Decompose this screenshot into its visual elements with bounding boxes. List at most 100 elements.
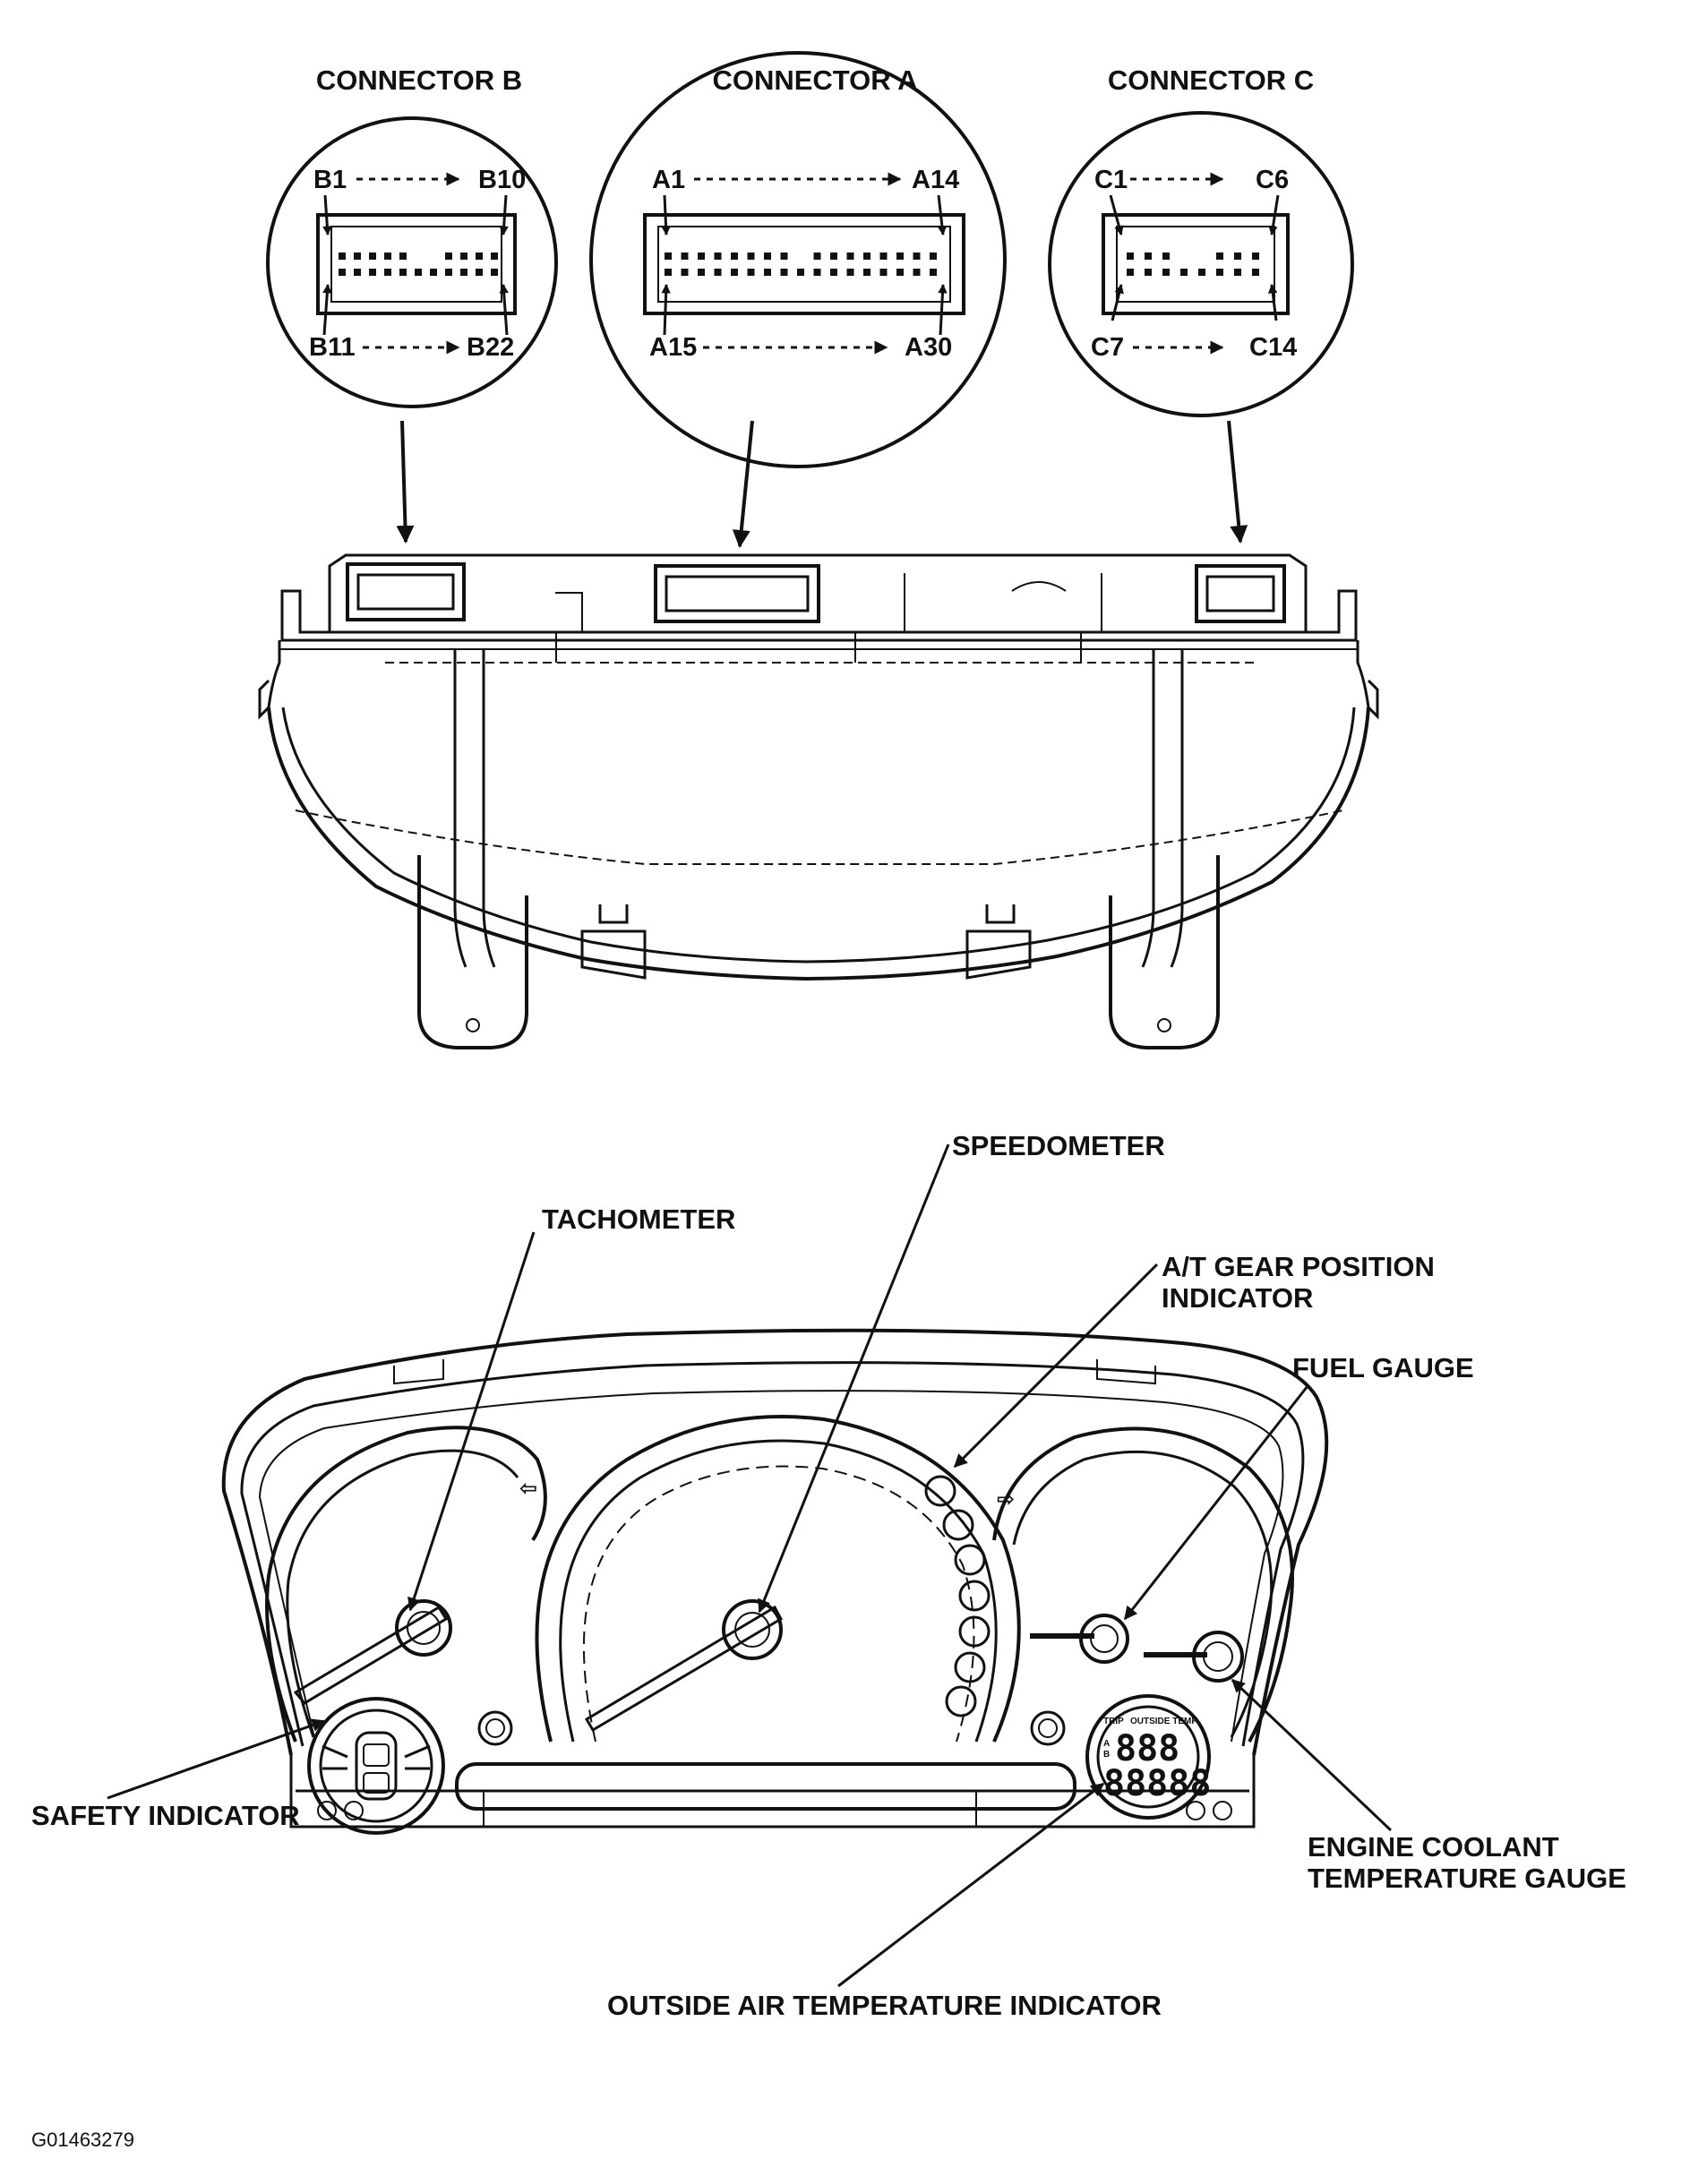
gear-indicator-label-1: A/T GEAR POSITION [1162,1251,1435,1282]
connector-pin [830,253,837,260]
connector-pin [1162,269,1170,276]
lcd-outside-temp-header: OUTSIDE TEMP [1130,1717,1197,1726]
gear-lamp [945,1685,977,1717]
connector-pin [714,253,722,260]
connector-pin [698,253,705,260]
pin-label-c14: C14 [1249,333,1297,362]
lcd-trip-header: TRIP [1103,1717,1124,1726]
connector-a-detail: A1 A14 A15 A30 [589,51,1007,468]
connector-pin [813,253,821,260]
connector-pin [863,253,871,260]
connector-pin [369,269,376,276]
connector-c-housing [1195,564,1286,623]
connector-pin [354,269,361,276]
connector-pin [764,269,771,276]
connector-pin [714,269,722,276]
connector-pin [780,269,788,276]
lcd-top-digits: 888 [1115,1728,1179,1769]
connector-b-housing [346,562,466,621]
connector-pin [896,253,904,260]
connector-pin [913,269,921,276]
right-turn-arrow-icon: ⇨ [997,1487,1015,1512]
pin-label-a1: A1 [652,166,685,194]
connector-b-detail: B1 B10 B11 B22 [266,116,558,408]
right-indicator-lamp [1030,1710,1066,1746]
pin-label-b1: B1 [313,166,347,194]
connector-c-title: CONNECTOR C [1108,64,1314,96]
gear-indicator-label-2: INDICATOR [1162,1282,1313,1314]
leader-lines [107,1143,1393,1988]
safety-indicator-display [307,1697,445,1835]
connector-pin [399,253,407,260]
connector-pin [913,253,921,260]
cluster-rear-view [258,553,1379,1049]
connector-pin [460,269,467,276]
connector-pin [476,253,483,260]
connector-pin [681,269,689,276]
fuel-coolant-gauge: ⇨ [992,1426,1294,1743]
connector-pin [1127,269,1134,276]
connector-b-title: CONNECTOR B [316,64,522,96]
cluster-front-view: ⇦ ⇨ [221,1328,1329,1835]
connector-pin [1216,253,1223,260]
connector-pin [369,253,376,260]
tachometer-label: TACHOMETER [542,1203,735,1235]
connector-pin [863,269,871,276]
display-strip [455,1762,1076,1811]
connector-pin [1234,269,1241,276]
connector-pin [384,269,391,276]
connector-pin [747,269,755,276]
outside-air-temp-display: TRIP OUTSIDE TEMP A B 888 88888 [1085,1694,1211,1820]
connector-pin [415,269,422,276]
lcd-bottom-digits: 88888 [1103,1763,1211,1804]
connector-pin [879,253,888,260]
connector-pin [399,269,407,276]
pin-label-a15: A15 [649,333,697,362]
connector-pin [476,269,483,276]
pin-label-b22: B22 [467,333,514,362]
connector-pin [1180,269,1188,276]
left-indicator-lamp [477,1710,513,1746]
gear-lamp [924,1475,956,1507]
connector-pin [1252,269,1259,276]
connector-pin [698,269,705,276]
outside-air-temp-label: OUTSIDE AIR TEMPERATURE INDICATOR [607,1990,1162,2021]
connector-pin [1162,253,1170,260]
gear-lamp [958,1615,991,1648]
lcd-ab-a: A [1103,1739,1110,1749]
connector-pin [813,269,821,276]
connector-b-pins [339,253,498,276]
connector-pin [1145,269,1152,276]
connector-pin [896,269,904,276]
connector-a-title: CONNECTOR A [712,64,917,96]
coolant-gauge-label-2: TEMPERATURE GAUGE [1308,1863,1626,1894]
connector-pin [491,269,498,276]
connector-b-pointer [396,420,415,544]
figure-id: G01463279 [31,2128,134,2151]
pin-label-c1: C1 [1094,166,1128,194]
connector-pin [846,253,854,260]
gear-lamp [954,1544,986,1576]
lcd-ab-b: B [1103,1750,1110,1760]
left-turn-arrow-icon: ⇦ [519,1477,537,1501]
fuel-gauge-label: FUEL GAUGE [1292,1352,1474,1383]
connector-pin [797,269,804,276]
tachometer-gauge: ⇦ [265,1426,547,1743]
safety-indicator-label: SAFETY INDICATOR [31,1800,300,1831]
connector-pin [445,253,452,260]
connector-pin [879,269,888,276]
connector-pin [1127,253,1134,260]
gear-lamp [958,1580,991,1612]
connector-pin [1234,253,1241,260]
connector-pin [430,269,437,276]
connector-a-housing [654,564,820,623]
gear-lamp [942,1509,974,1541]
connector-pin [354,253,361,260]
connector-pin [460,253,467,260]
connector-pin [780,253,788,260]
connector-pin [731,253,738,260]
connector-c-pins [1127,253,1259,276]
connector-a-pointer [732,420,754,548]
connector-pin [491,253,498,260]
